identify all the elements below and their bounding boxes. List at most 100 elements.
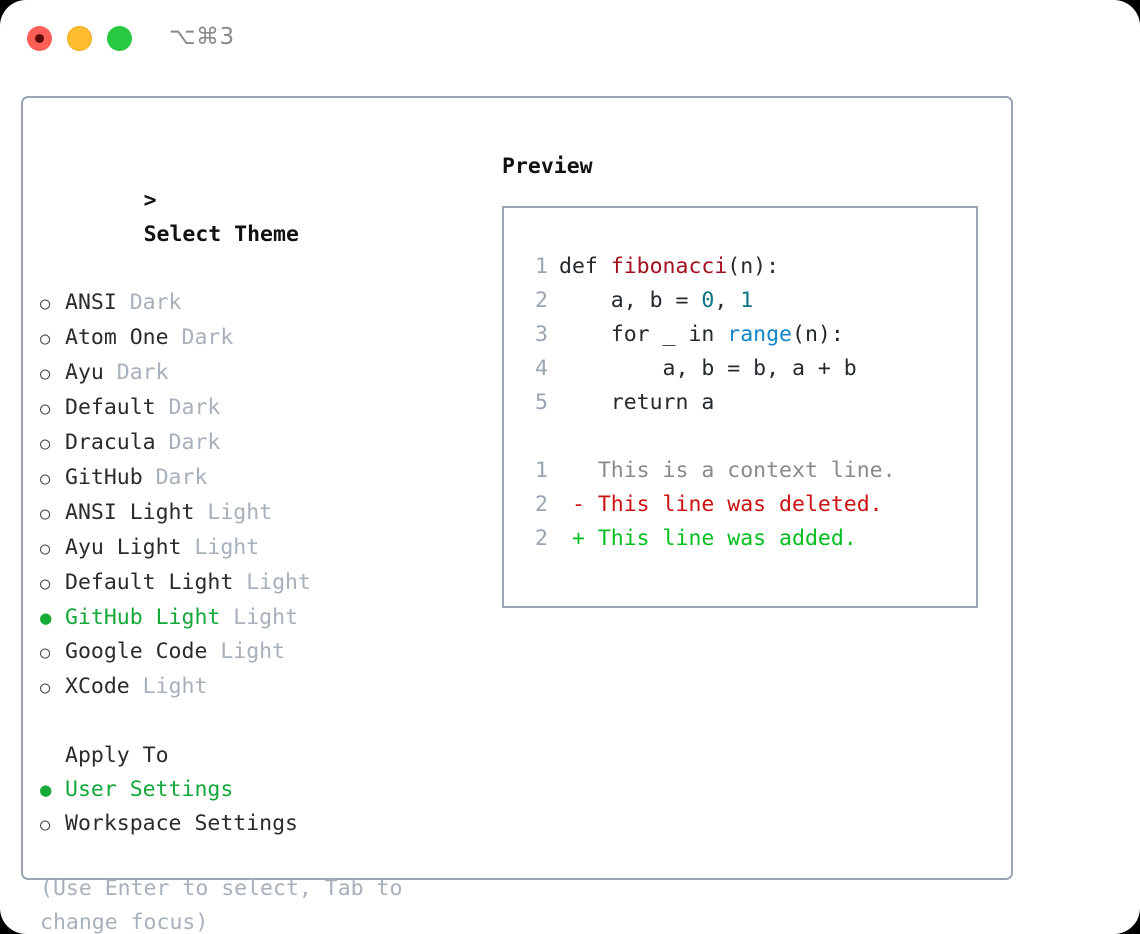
line-number: 1 [535, 458, 548, 483]
theme-list: ○ ANSI Dark ○ Atom One Dark ○ Ayu Dark ○ Defaul… [40, 286, 480, 705]
preview-header: Preview [502, 154, 593, 179]
theme-option-ayu-light[interactable]: ○Ayu Light Light [40, 531, 480, 566]
theme-option-default[interactable]: ○ Default Dark [40, 391, 480, 426]
theme-option-ansi[interactable]: ○ ANSI Dark [40, 286, 480, 321]
line-number: 5 [535, 390, 548, 415]
theme-option-default-light[interactable]: ○Default Light Light [40, 566, 480, 601]
theme-option-category: Dark [142, 465, 208, 490]
theme-option-label: Google Code [65, 639, 208, 664]
radio-unselected-icon: ○ [40, 574, 51, 594]
theme-option-dracula[interactable]: ○ Dracula Dark [40, 426, 480, 461]
theme-option-github[interactable]: ○GitHub Dark [40, 461, 480, 496]
radio-unselected-icon: ○ [40, 504, 51, 524]
theme-selector-column: > Select Theme ○ANSI Dark○Atom One Dark○… [40, 150, 480, 934]
theme-option-label: ANSI [65, 290, 117, 315]
apply-to-list: ● User Settings ○ Workspace Settings [40, 773, 480, 842]
list-spacer [40, 705, 480, 739]
code-token-call: range [727, 322, 793, 347]
title-bar: ⌥⌘3 [0, 0, 1140, 78]
code-token-plain: for _ in [559, 322, 728, 347]
apply-to-header: Apply To [65, 743, 169, 768]
code-token-num: 0 [701, 288, 715, 313]
radio-selected-icon: ● [40, 779, 52, 801]
code-token-plain: , [714, 288, 741, 313]
code-token-plain: (n): [727, 254, 780, 279]
code-token-plain: def [559, 254, 611, 279]
line-number: 2 [535, 492, 548, 517]
theme-option-category: Light [194, 500, 273, 525]
line-number: 1 [535, 254, 548, 279]
code-token-plain: (n): [792, 322, 844, 347]
diff-line: 2 - This line was deleted. [522, 488, 970, 522]
theme-option-atom-one[interactable]: ○ Atom One Dark [40, 321, 480, 356]
code-line: 5 return a [522, 386, 970, 420]
theme-option-label: Default Light [65, 570, 234, 595]
code-token-add: + This line was added. [559, 526, 857, 551]
theme-option-google-code[interactable]: ○Google Code Light [40, 635, 480, 670]
code-token-plain: a, b = [559, 288, 702, 313]
diff-line: 2 + This line was added. [522, 522, 970, 556]
radio-unselected-icon: ○ [40, 643, 51, 663]
prompt-caret-icon: > [143, 188, 157, 213]
radio-unselected-icon: ○ [40, 399, 51, 419]
code-token-plain: return a [559, 390, 715, 415]
radio-unselected-icon: ○ [40, 364, 51, 384]
theme-option-category: Light [181, 535, 260, 560]
radio-unselected-icon: ○ [40, 329, 51, 349]
main-panel: > Select Theme ○ANSI Dark○Atom One Dark○… [21, 96, 1013, 934]
theme-option-label: Default [65, 395, 156, 420]
radio-unselected-icon: ○ [40, 678, 51, 698]
theme-option-ansi-light[interactable]: ○ ANSI Light Light [40, 496, 480, 531]
line-number: 4 [535, 356, 548, 381]
theme-option-label: ANSI Light [65, 500, 195, 525]
radio-unselected-icon: ○ [40, 815, 51, 835]
radio-unselected-icon: ○ [40, 469, 51, 489]
code-line: 1 def fibonacci(n): [522, 250, 970, 284]
code-line: 4 a, b = b, a + b [522, 352, 970, 386]
theme-option-category: Dark [116, 290, 182, 315]
apply-to-option-workspace-settings[interactable]: ○ Workspace Settings [40, 807, 480, 842]
theme-option-label: Ayu [65, 360, 104, 385]
theme-option-category: Dark [155, 395, 221, 420]
code-token-del: - This line was deleted. [559, 492, 883, 517]
theme-option-label: GitHub Light [65, 605, 221, 630]
line-number: 2 [535, 288, 548, 313]
code-token-fn: fibonacci [610, 254, 728, 279]
radio-unselected-icon: ○ [40, 434, 51, 454]
minimize-button[interactable] [67, 26, 92, 51]
select-theme-header: > Select Theme [40, 150, 480, 286]
diff-line: 1 This is a context line. [522, 454, 970, 488]
theme-option-label: Ayu Light [65, 535, 182, 560]
theme-option-label: Atom One [65, 325, 169, 350]
theme-option-github-light[interactable]: ● GitHub Light Light [40, 601, 480, 635]
maximize-button[interactable] [107, 26, 132, 51]
theme-option-category: Light [220, 605, 299, 630]
theme-option-category: Dark [168, 325, 234, 350]
select-theme-header-label: Select Theme [143, 222, 299, 247]
line-number: 3 [535, 322, 548, 347]
apply-to-option-label: User Settings [65, 777, 234, 802]
code-diff-gap [522, 420, 970, 454]
theme-option-ayu[interactable]: ○Ayu Dark [40, 356, 480, 391]
line-number: 2 [535, 526, 548, 551]
radio-unselected-icon: ○ [40, 294, 51, 314]
apply-to-option-user-settings[interactable]: ● User Settings [40, 773, 480, 807]
radio-selected-icon: ● [40, 607, 52, 629]
keyboard-hint: (Use Enter to select, Tab to change focu… [40, 876, 416, 934]
theme-option-label: XCode [65, 674, 130, 699]
code-token-num: 1 [740, 288, 754, 313]
apply-to-option-label: Workspace Settings [65, 811, 298, 836]
close-icon [35, 34, 44, 43]
theme-option-category: Dark [155, 430, 221, 455]
code-line: 2 a, b = 0, 1 [522, 284, 970, 318]
close-button[interactable] [27, 26, 52, 51]
theme-option-xcode[interactable]: ○XCode Light [40, 670, 480, 705]
code-token-plain: a, b = b, a + b [559, 356, 857, 381]
theme-option-label: Dracula [65, 430, 156, 455]
keyboard-shortcut-label: ⌥⌘3 [169, 24, 235, 50]
